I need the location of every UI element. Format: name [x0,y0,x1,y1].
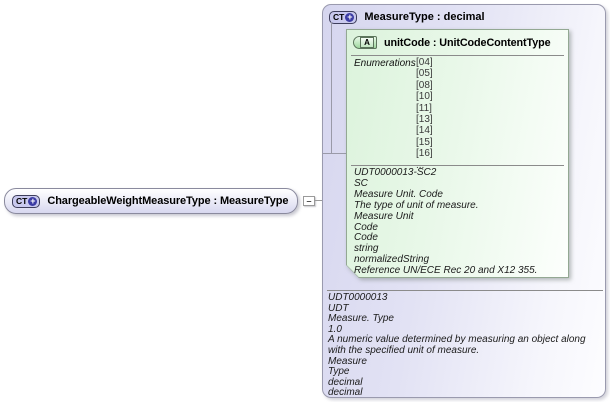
documentation-line: The type of unit of measure. [354,199,479,211]
documentation-line: SC [354,177,368,189]
documentation-line: UDT [328,302,349,314]
documentation-line: decimal [328,387,363,399]
attribute-icon-letter: A [360,37,374,48]
attribute-branch-line [323,153,346,154]
chargeable-weight-measure-type-element[interactable]: CT + ChargeableWeightMeasureType : Measu… [4,188,298,214]
documentation-line: normalizedString [354,254,430,266]
documentation-line: Type [328,366,350,378]
panel-documentation-divider [327,290,603,291]
expand-plus-icon: + [345,11,355,22]
measure-type-panel[interactable]: CT + MeasureType : decimal A unitCode : … [322,4,606,398]
enumeration-value: [05] [416,68,433,80]
complextype-icon[interactable]: CT + [12,194,41,208]
documentation-line: Code [354,232,378,244]
documentation-line: Measure [328,355,367,367]
complextype-icon[interactable]: CT + [329,10,358,24]
enumeration-values-list: [04][05][08][10][11][13][14][15][16]... [416,57,433,171]
expand-plus-icon: + [28,195,38,206]
documentation-line: decimal [328,376,363,388]
complextype-icon-label: CT [333,12,345,22]
attribute-header-divider [351,55,564,56]
documentation-line: Measure Unit [354,210,414,222]
documentation-line: UDT0000013-SC2 [354,167,437,178]
documentation-line: A numeric value determined by measuring … [328,334,586,356]
enumeration-value: [08] [416,79,433,91]
enumeration-value: [15] [416,136,433,148]
enumeration-value: [11] [416,102,432,114]
documentation-line: Measure. Type [328,313,394,325]
complextype-icon-label: CT [16,196,28,206]
panel-title: MeasureType : decimal [364,11,485,23]
attribute-title: unitCode : UnitCodeContentType [384,36,551,49]
collapse-toggle[interactable]: – [303,196,315,206]
minus-icon: – [306,196,312,206]
content-spine-line [331,22,332,153]
enumerations-divider [351,165,564,166]
unitcode-attribute-box[interactable]: A unitCode : UnitCodeContentType Enumera… [346,29,569,278]
documentation-line: 1.0 [328,323,342,335]
attribute-icon: A [353,36,377,49]
enumeration-value: [13] [416,113,433,125]
connector-line [315,200,323,201]
enumeration-value: [10] [416,91,433,103]
enumerations-label: Enumerations [354,58,416,69]
panel-header: CT + MeasureType : decimal [329,8,485,26]
documentation-line: Reference UN/ECE Rec 20 and X12 355. [354,265,538,277]
documentation-line: Code [354,221,378,233]
enumeration-value: [16] [416,148,433,160]
element-label: ChargeableWeightMeasureType : MeasureTyp… [47,195,289,207]
documentation-line: Measure Unit. Code [354,188,443,200]
documentation-line: string [354,243,379,255]
documentation-line: UDT0000013 [328,292,388,303]
enumeration-value: [14] [416,125,433,137]
enumeration-value: [04] [416,57,433,68]
attribute-header: A unitCode : UnitCodeContentType [353,35,551,50]
